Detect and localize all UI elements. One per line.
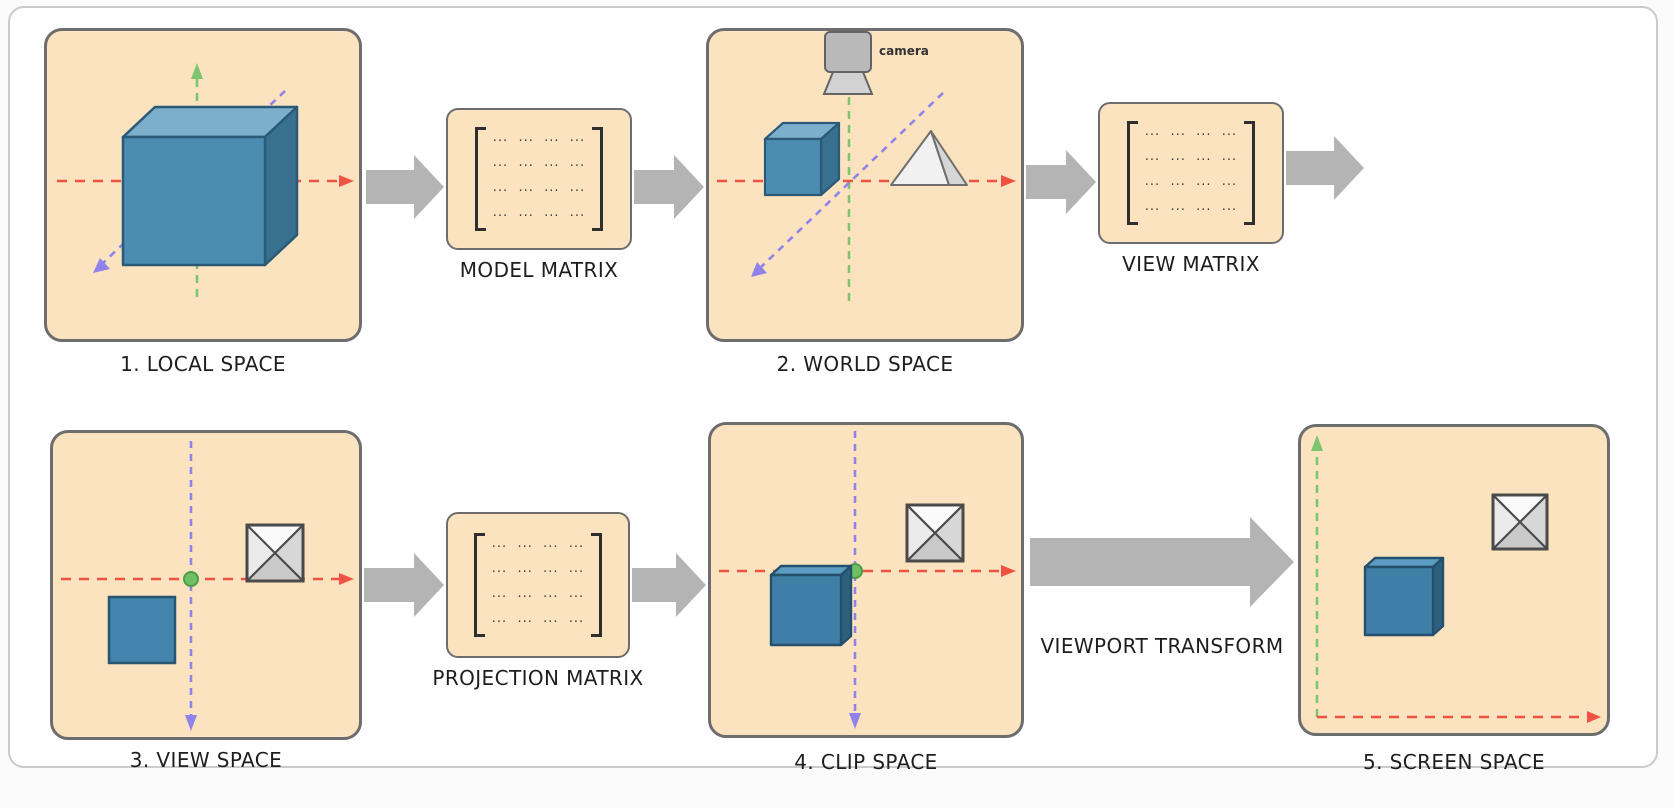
- matrix-row: ··· ··· ··· ···: [492, 134, 586, 149]
- cube-icon: [1363, 556, 1445, 637]
- matrix-row: ··· ··· ··· ···: [492, 184, 586, 199]
- panel-clip-space: [708, 422, 1024, 738]
- camera-icon: [822, 31, 874, 95]
- arrow-head: [1066, 150, 1096, 214]
- crossed-box-icon: [905, 503, 965, 563]
- view-space-graphic: [61, 441, 354, 731]
- panel-label-view-space: 3. VIEW SPACE: [129, 748, 283, 772]
- z-axis: [758, 92, 944, 270]
- matrix-row: ··· ··· ··· ···: [492, 159, 586, 174]
- arrow-shaft: [632, 568, 676, 602]
- flow-arrow-icon: [1026, 150, 1096, 214]
- matrix-bracket-left: [474, 127, 486, 231]
- pyramid-right-face: [930, 130, 968, 186]
- panel-label-world-space: 2. WORLD SPACE: [776, 352, 954, 376]
- cube-front-face: [1363, 565, 1435, 637]
- flow-arrow-icon: [632, 553, 706, 617]
- cube-right-face: [1431, 556, 1445, 637]
- pyramid-icon: [890, 130, 968, 186]
- matrix-row: ··· ··· ··· ···: [492, 209, 586, 224]
- arrow-head: [674, 155, 704, 219]
- matrix-row: ··· ··· ··· ···: [491, 540, 585, 555]
- arrow-shaft: [1286, 151, 1334, 185]
- cube-icon: [769, 564, 853, 647]
- x-axis-arrowhead-icon: [1587, 711, 1601, 723]
- screen-space-graphic: [1311, 435, 1601, 723]
- cube-icon: [121, 105, 299, 267]
- model-matrix-label: MODEL MATRIX: [459, 258, 619, 282]
- cube-icon: [763, 121, 841, 197]
- viewport-transform-label: VIEWPORT TRANSFORM: [1040, 634, 1284, 658]
- matrix-row: ··· ··· ··· ···: [1144, 153, 1238, 168]
- matrix-entries: ··· ··· ··· ··· ··· ··· ··· ··· ··· ··· …: [493, 129, 585, 229]
- panel-label-screen-space: 5. SCREEN SPACE: [1363, 750, 1545, 774]
- flow-arrow-icon: [1286, 136, 1364, 200]
- cube-top-face: [1363, 556, 1445, 569]
- projection-matrix-box: ··· ··· ··· ··· ··· ··· ··· ··· ··· ··· …: [446, 512, 630, 658]
- matrix-entries: ··· ··· ··· ··· ··· ··· ··· ··· ··· ··· …: [1145, 123, 1237, 223]
- x-axis-arrowhead-icon: [339, 573, 354, 585]
- matrix-bracket-left: [473, 533, 485, 637]
- y-axis-arrowhead-icon: [191, 63, 203, 79]
- arrow-head: [1250, 517, 1294, 607]
- y-axis-arrowhead-icon: [185, 715, 197, 731]
- panel-label-clip-space: 4. CLIP SPACE: [794, 750, 938, 774]
- crossed-box-icon: [1491, 493, 1549, 551]
- matrix-row: ··· ··· ··· ···: [1144, 128, 1238, 143]
- matrix-bracket-left: [1126, 121, 1138, 225]
- arrow-shaft: [1030, 538, 1250, 586]
- z-axis-arrowhead-icon: [93, 258, 110, 273]
- matrix-row: ··· ··· ··· ···: [1144, 203, 1238, 218]
- cube-top-face: [769, 564, 853, 577]
- matrix-bracket-right: [591, 533, 603, 637]
- cube-front-face: [763, 137, 823, 197]
- local-space-graphic: [57, 63, 354, 297]
- origin-dot-icon: [183, 571, 199, 587]
- cube-right-face: [839, 564, 853, 647]
- crossed-box-icon: [245, 523, 305, 583]
- y-axis-arrowhead-icon: [1311, 435, 1323, 451]
- world-space-graphic: camera: [717, 31, 1016, 303]
- x-axis-arrowhead-icon: [1001, 175, 1016, 187]
- arrow-shaft: [1026, 165, 1066, 199]
- panel-world-space: camera: [706, 28, 1024, 342]
- arrow-shaft: [364, 568, 414, 602]
- view-matrix-label: VIEW MATRIX: [1122, 252, 1260, 276]
- flow-arrow-icon: [634, 155, 704, 219]
- arrow-shaft: [634, 170, 674, 204]
- panel-view-space: [50, 430, 362, 740]
- matrix-row: ··· ··· ··· ···: [1144, 178, 1238, 193]
- cube-front-face: [121, 135, 267, 267]
- model-matrix-box: ··· ··· ··· ··· ··· ··· ··· ··· ··· ··· …: [446, 108, 632, 250]
- x-axis-arrowhead-icon: [339, 175, 354, 187]
- y-axis-arrowhead-icon: [849, 713, 861, 729]
- matrix-row: ··· ··· ··· ···: [491, 590, 585, 605]
- matrix-entries: ··· ··· ··· ··· ··· ··· ··· ··· ··· ··· …: [492, 535, 584, 635]
- arrow-shaft: [366, 170, 414, 204]
- z-axis-arrowhead-icon: [751, 262, 767, 277]
- flow-arrow-icon: [364, 553, 444, 617]
- matrix-bracket-right: [592, 127, 604, 231]
- viewport-transform-arrow-icon: [1030, 517, 1294, 607]
- camera-label: camera: [879, 44, 929, 58]
- view-matrix-box: ··· ··· ··· ··· ··· ··· ··· ··· ··· ··· …: [1098, 102, 1284, 244]
- x-axis-arrowhead-icon: [1001, 565, 1016, 577]
- panel-screen-space: [1298, 424, 1610, 736]
- arrow-head: [414, 553, 444, 617]
- arrow-head: [1334, 136, 1364, 200]
- panel-label-local-space: 1. LOCAL SPACE: [120, 352, 286, 376]
- matrix-bracket-right: [1244, 121, 1256, 225]
- panel-local-space: [44, 28, 362, 342]
- clip-space-graphic: [719, 431, 1016, 729]
- projection-matrix-label: PROJECTION MATRIX: [432, 666, 644, 690]
- matrix-row: ··· ··· ··· ···: [491, 615, 585, 630]
- arrow-head: [676, 553, 706, 617]
- square-icon: [107, 595, 177, 665]
- flow-arrow-icon: [366, 155, 444, 219]
- arrow-head: [414, 155, 444, 219]
- matrix-row: ··· ··· ··· ···: [491, 565, 585, 580]
- cube-front-face: [769, 573, 843, 647]
